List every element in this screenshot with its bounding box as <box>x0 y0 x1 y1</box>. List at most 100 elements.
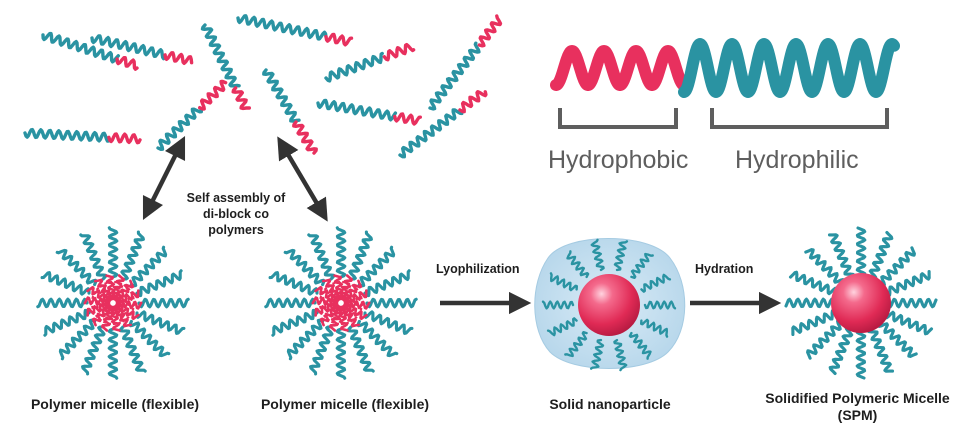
caption-solid-nanoparticle: Solid nanoparticle <box>549 396 671 412</box>
core-chain-1 <box>343 299 371 310</box>
polymer-10-hydrophobic-block <box>458 90 488 114</box>
caption-micelle-2: Polymer micelle (flexible) <box>260 396 430 412</box>
hydrophilic-label: Hydrophilic <box>735 146 859 174</box>
corona-chain-1 <box>137 297 190 309</box>
polymer-11-hydrophilic-block <box>428 41 481 111</box>
corona-chain-4 <box>118 325 147 373</box>
polymer-3-hydrophilic-block <box>90 34 166 61</box>
polymer-8-hydrophilic-block <box>316 98 398 122</box>
core-ring <box>90 280 136 326</box>
caption-micelle-1: Polymer micelle (flexible) <box>30 396 200 412</box>
collapsed-chain-2 <box>640 318 669 338</box>
collapsed-chain-3 <box>628 331 652 360</box>
core-ring <box>95 285 131 321</box>
collapsed-chain-10 <box>566 250 590 279</box>
polymer-2-hydrophilic-block <box>23 127 111 143</box>
flexible-micelle-1 <box>36 226 190 380</box>
diblock-chain-legend <box>550 38 900 98</box>
core-ring <box>105 295 121 311</box>
self-assembly-label: Self assembly of di-block co polymers <box>186 191 286 237</box>
core-chain-6 <box>319 303 340 327</box>
collapsed-chain-7 <box>546 317 578 337</box>
corona-chain-15 <box>129 245 168 288</box>
spm-corona-chain-14 <box>868 230 894 280</box>
polymer-4-hydrophilic-block <box>156 107 203 151</box>
core-ring <box>333 295 349 311</box>
spm-corona-chain-16 <box>884 269 931 297</box>
corona-chain-2 <box>363 310 414 335</box>
corona-chain-5 <box>107 327 119 380</box>
corona-chain-6 <box>309 325 334 376</box>
self-assembly-arrow-left <box>142 135 186 221</box>
polymer-6-hydrophobic-block <box>324 32 354 47</box>
polymer-2-hydrophobic-block <box>107 132 142 145</box>
self-assembly-arrow-right <box>277 136 328 222</box>
collapsed-chain-12 <box>613 240 629 272</box>
solid-nanoparticle <box>534 238 686 372</box>
polymer-9-hydrophobic-block <box>382 42 416 62</box>
nanoparticle-core <box>578 274 640 336</box>
spm-corona-chain-10 <box>788 270 838 296</box>
spm-corona-chain-7 <box>806 319 844 360</box>
corona-chain-8 <box>271 308 319 337</box>
polymer-6-hydrophilic-block <box>236 14 328 41</box>
corona-chain-14 <box>348 230 373 281</box>
core-chain-8 <box>311 296 339 307</box>
polymer-7-hydrophilic-block <box>262 68 301 123</box>
spm-corona-chain-13 <box>855 226 867 278</box>
hydrophobic-block <box>550 45 690 91</box>
core-ring <box>100 290 126 316</box>
corona-chain-12 <box>79 233 108 281</box>
core-ring <box>323 285 359 321</box>
corona-chain-9 <box>36 297 89 309</box>
hydration-label: Hydration <box>695 262 754 276</box>
collapsed-chain-5 <box>589 338 605 370</box>
corona-chain-4 <box>346 325 375 373</box>
polymer-1-hydrophobic-block <box>115 56 139 71</box>
polymer-11-hydrophobic-block <box>477 14 503 48</box>
corona-chain-3 <box>128 319 171 358</box>
spm-corona-chain-9 <box>784 297 836 309</box>
spm-corona-chain-1 <box>886 297 938 309</box>
polymer-5-hydrophobic-block <box>231 86 251 111</box>
spm-corona-chain-12 <box>827 233 855 280</box>
corona-chain-6 <box>81 325 106 376</box>
caption-spm: Solidified Polymeric Micelle (SPM) <box>765 390 950 423</box>
corona-chain-11 <box>55 248 98 287</box>
spm-corona-chain-8 <box>791 309 838 337</box>
free-diblock-polymers <box>23 14 503 159</box>
polymer-7-hydrophobic-block <box>292 120 318 155</box>
corona-chain-7 <box>58 318 97 361</box>
core-chain-3 <box>340 305 360 328</box>
collapsed-chain-1 <box>643 300 677 310</box>
core-chain-3 <box>112 305 132 328</box>
spm-corona-chain-6 <box>828 326 854 376</box>
corona-chain-2 <box>135 310 186 335</box>
corona-chain-3 <box>356 319 399 358</box>
corona-chain-12 <box>307 233 336 281</box>
corona-chain-9 <box>264 297 317 309</box>
flexible-micelle-2 <box>264 226 418 380</box>
corona-chain-5 <box>335 327 347 380</box>
spm-corona-chain-3 <box>877 320 918 358</box>
core-chain-8 <box>83 296 111 307</box>
core-chain-10 <box>322 278 342 301</box>
corona-chain-10 <box>40 271 91 296</box>
core-chain-10 <box>94 278 114 301</box>
polymer-10-hydrophilic-block <box>398 108 464 159</box>
core-ring <box>318 280 364 326</box>
hydrophobic-label: Hydrophobic <box>548 146 689 174</box>
corona-chain-10 <box>268 271 319 296</box>
collapsed-chain-11 <box>590 238 605 272</box>
corona-chain-15 <box>357 245 396 288</box>
core-chain-13 <box>114 279 135 303</box>
polymer-5-hydrophilic-block <box>200 23 241 88</box>
corona-chain-16 <box>363 269 411 298</box>
corona-chain-14 <box>120 230 145 281</box>
corona-chain-13 <box>107 226 119 279</box>
polymer-3-hydrophobic-block <box>163 51 194 65</box>
polymer-1-hydrophilic-block <box>41 31 120 64</box>
collapsed-chain-13 <box>630 252 654 279</box>
